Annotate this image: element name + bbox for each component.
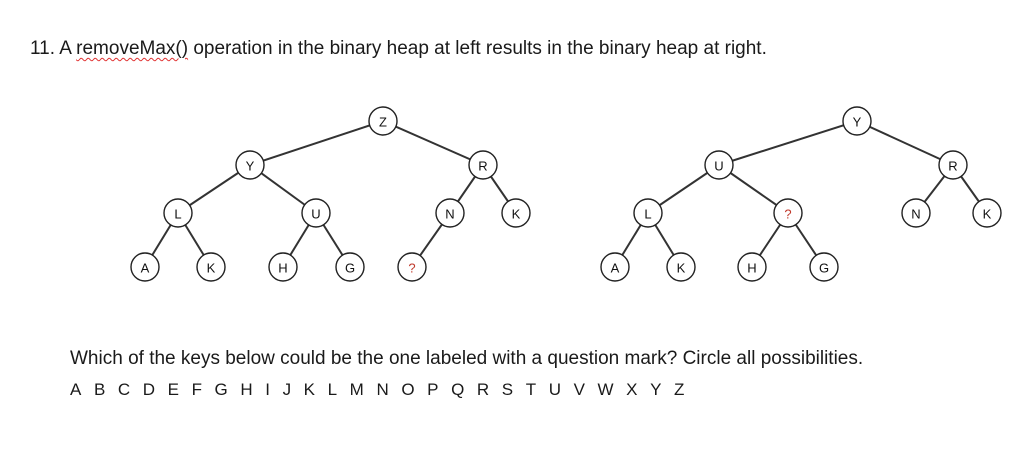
question-prefix: A bbox=[59, 38, 77, 59]
answer-letter[interactable]: L bbox=[327, 380, 338, 399]
left-heap-node bbox=[163, 198, 193, 228]
left-heap-node-label: H bbox=[278, 261, 287, 276]
answer-letter[interactable]: G bbox=[214, 380, 228, 399]
right-heap-node-label: L bbox=[644, 207, 651, 222]
left-heap-node bbox=[335, 252, 365, 282]
answer-letter[interactable]: K bbox=[303, 380, 316, 399]
answer-letter[interactable]: R bbox=[476, 380, 490, 399]
left-heap-node-label: A bbox=[141, 261, 150, 276]
right-heap-node bbox=[737, 252, 767, 282]
right-heap-node-label: K bbox=[983, 207, 992, 222]
answer-letter[interactable]: S bbox=[501, 380, 514, 399]
right-heap-node-label: G bbox=[819, 261, 829, 276]
left-heap: Z Y R L U N K A K H G? bbox=[130, 106, 531, 282]
right-heap-node bbox=[600, 252, 630, 282]
right-heap: Y U R L? N K A K H G bbox=[600, 106, 1002, 282]
left-heap-node bbox=[130, 252, 160, 282]
answer-letter[interactable]: U bbox=[548, 380, 561, 399]
answer-letter[interactable]: F bbox=[191, 380, 202, 399]
right-heap-node-label: ? bbox=[784, 207, 791, 222]
answer-letter[interactable]: D bbox=[142, 380, 156, 399]
left-heap-node-label: K bbox=[207, 261, 216, 276]
right-heap-node bbox=[901, 198, 931, 228]
right-heap-node-label: N bbox=[911, 207, 920, 222]
answer-letter[interactable]: V bbox=[573, 380, 585, 399]
answer-letter[interactable]: Y bbox=[650, 380, 662, 399]
right-heap-node bbox=[938, 150, 968, 180]
left-heap-node-label: Z bbox=[379, 115, 387, 130]
right-heap-node-label: H bbox=[747, 261, 756, 276]
right-heap-node-label: K bbox=[677, 261, 686, 276]
right-heap-node bbox=[633, 198, 663, 228]
right-heap-node bbox=[809, 252, 839, 282]
left-heap-edge bbox=[249, 120, 384, 166]
left-heap-node-label: R bbox=[478, 159, 487, 174]
answer-letter[interactable]: B bbox=[93, 380, 106, 399]
right-heap-node-label: A bbox=[611, 261, 620, 276]
left-heap-node bbox=[196, 252, 226, 282]
right-heap-edge bbox=[718, 120, 858, 166]
left-heap-edge bbox=[382, 120, 484, 166]
left-heap-node-label: K bbox=[512, 207, 521, 222]
left-heap-node bbox=[397, 252, 427, 282]
left-heap-node-label: U bbox=[311, 207, 320, 222]
answer-letter[interactable]: Q bbox=[451, 380, 465, 399]
answer-letter[interactable]: Z bbox=[674, 380, 685, 399]
answer-letter[interactable]: H bbox=[240, 380, 253, 399]
answer-letter[interactable]: W bbox=[597, 380, 614, 399]
left-heap-node bbox=[501, 198, 531, 228]
right-heap-node bbox=[773, 198, 803, 228]
left-heap-node-label: L bbox=[174, 207, 181, 222]
left-heap-node-label: N bbox=[445, 207, 454, 222]
left-heap-node-label: G bbox=[345, 261, 355, 276]
answer-letter[interactable]: E bbox=[167, 380, 179, 399]
answer-letter[interactable]: X bbox=[626, 380, 638, 399]
answer-letter[interactable]: M bbox=[349, 380, 364, 399]
left-heap-node-label: Y bbox=[246, 159, 255, 174]
left-heap-node-label: ? bbox=[408, 261, 415, 276]
right-heap-edge bbox=[856, 120, 954, 166]
method-name: removeMax() bbox=[76, 38, 189, 59]
left-heap-node bbox=[368, 106, 398, 136]
left-heap-node bbox=[301, 198, 331, 228]
right-heap-node bbox=[972, 198, 1002, 228]
right-heap-node-label: U bbox=[714, 159, 723, 174]
question-text: 11. A removeMax() operation in the binar… bbox=[30, 38, 767, 60]
answer-letter[interactable]: I bbox=[265, 380, 270, 399]
answer-letter[interactable]: C bbox=[117, 380, 131, 399]
right-heap-node-label: Y bbox=[853, 115, 862, 130]
answer-letter[interactable]: T bbox=[525, 380, 537, 399]
answer-letter[interactable]: O bbox=[401, 380, 415, 399]
right-heap-node bbox=[704, 150, 734, 180]
answer-letter[interactable]: N bbox=[376, 380, 389, 399]
question-suffix: operation in the binary heap at left res… bbox=[188, 38, 767, 59]
answer-letter[interactable]: A bbox=[70, 380, 82, 399]
answer-letter[interactable]: P bbox=[427, 380, 439, 399]
answer-letter[interactable]: J bbox=[282, 380, 292, 399]
left-heap-node bbox=[435, 198, 465, 228]
right-heap-node bbox=[842, 106, 872, 136]
left-heap-node bbox=[468, 150, 498, 180]
right-heap-node bbox=[666, 252, 696, 282]
left-heap-node bbox=[268, 252, 298, 282]
left-heap-node bbox=[235, 150, 265, 180]
right-heap-node-label: R bbox=[948, 159, 957, 174]
question-number: 11. bbox=[30, 38, 56, 59]
prompt-text: Which of the keys below could be the one… bbox=[70, 348, 864, 369]
